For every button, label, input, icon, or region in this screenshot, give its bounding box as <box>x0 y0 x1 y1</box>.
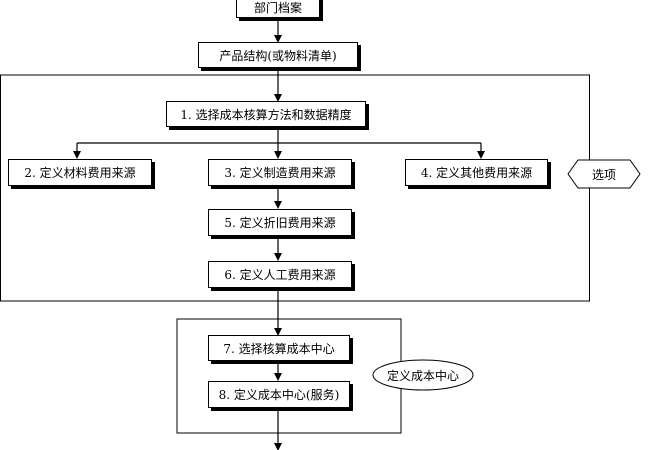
step8-box: 8. 定义成本中心(服务) <box>208 381 350 408</box>
step4-box: 4. 定义其他费用来源 <box>405 159 548 186</box>
step5-box: 5. 定义折旧费用来源 <box>208 209 352 236</box>
step7-box: 7. 选择核算成本中心 <box>208 335 350 361</box>
cost-center-label: 定义成本中心 <box>386 368 459 383</box>
step1-box: 1. 选择成本核算方法和数据精度 <box>166 101 366 127</box>
step3-box: 3. 定义制造费用来源 <box>208 159 352 186</box>
product-structure-box: 产品结构(或物料清单) <box>198 42 358 68</box>
options-callout-shape <box>567 159 641 189</box>
step6-box: 6. 定义人工费用来源 <box>208 261 352 288</box>
cost-center-callout-shape <box>372 359 474 391</box>
options-label: 选项 <box>591 167 616 182</box>
step2-box: 2. 定义材料费用来源 <box>8 159 152 186</box>
dept-archive-box: 部门档案 <box>236 0 320 18</box>
